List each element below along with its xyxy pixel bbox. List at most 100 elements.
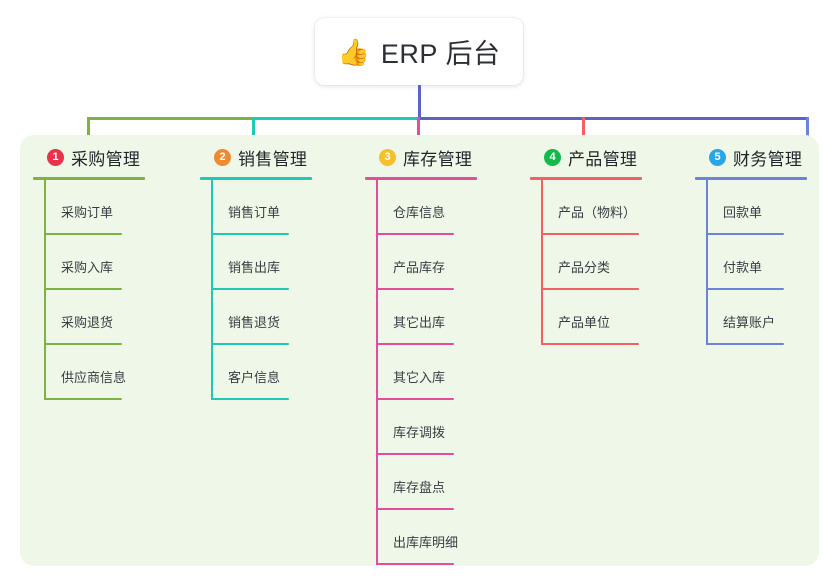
branch-spine xyxy=(376,180,378,565)
branch-spine xyxy=(211,180,213,400)
branch-item-label: 产品库存 xyxy=(393,260,446,275)
connector-drop-2 xyxy=(252,117,255,147)
branch-item[interactable]: 产品库存 xyxy=(365,235,477,290)
branch-title: 采购管理 xyxy=(71,149,141,169)
branch-item-rule xyxy=(376,508,454,510)
branch-item-rule xyxy=(706,288,784,290)
branch-item-label: 产品（物料） xyxy=(558,205,637,220)
branch-header-rule xyxy=(200,177,312,180)
branch-item-rule xyxy=(211,343,289,345)
branch-item-label: 其它入库 xyxy=(393,370,446,385)
branch-number-badge: 4 xyxy=(544,148,561,166)
branch-items-list: 采购订单采购入库采购退货供应商信息 xyxy=(33,180,145,400)
branch-item[interactable]: 产品单位 xyxy=(530,290,642,345)
branch-header-rule xyxy=(530,177,642,180)
branch-item[interactable]: 库存盘点 xyxy=(365,455,477,510)
branch-item[interactable]: 采购入库 xyxy=(33,235,145,290)
branch-spine xyxy=(44,180,46,400)
branch-items-list: 销售订单销售出库销售退货客户信息 xyxy=(200,180,312,400)
branch-item[interactable]: 库存调拨 xyxy=(365,400,477,455)
branch-item-rule xyxy=(706,343,784,345)
branch-item-rule xyxy=(44,343,122,345)
connector-root-stem xyxy=(418,85,421,120)
branch-title: 产品管理 xyxy=(568,149,638,169)
branch-header-4[interactable]: 4 产品管理 xyxy=(530,145,642,169)
branch-spine xyxy=(541,180,543,345)
branch-item-rule xyxy=(541,233,639,235)
branch-item-label: 产品分类 xyxy=(558,260,611,275)
branch-item-rule xyxy=(44,233,122,235)
branch-item-label: 库存调拨 xyxy=(393,425,446,440)
branch-item[interactable]: 其它出库 xyxy=(365,290,477,345)
connector-drop-1 xyxy=(87,117,90,147)
branch-item-rule xyxy=(376,288,454,290)
branch-column-1: 1 采购管理采购订单采购入库采购退货供应商信息 xyxy=(33,145,145,400)
branch-item-label: 产品单位 xyxy=(558,315,611,330)
branch-item-label: 结算账户 xyxy=(723,315,776,330)
branch-item-label: 其它出库 xyxy=(393,315,446,330)
branch-spine xyxy=(706,180,708,345)
branch-item-rule xyxy=(376,453,454,455)
branch-item[interactable]: 产品分类 xyxy=(530,235,642,290)
branch-item-label: 出库库明细 xyxy=(393,535,459,550)
branch-item[interactable]: 采购退货 xyxy=(33,290,145,345)
branch-title: 库存管理 xyxy=(403,149,473,169)
branch-item-rule xyxy=(44,288,122,290)
connector-drop-5 xyxy=(806,117,809,147)
branch-item-label: 付款单 xyxy=(723,260,763,275)
branch-item-rule xyxy=(376,233,454,235)
root-node-label: ERP 后台 xyxy=(380,39,501,69)
branch-header-rule xyxy=(695,177,807,180)
branch-item[interactable]: 结算账户 xyxy=(695,290,807,345)
branch-number-badge: 5 xyxy=(709,148,726,166)
root-node[interactable]: 👍 ERP 后台 xyxy=(315,18,523,85)
branch-item[interactable]: 销售订单 xyxy=(200,180,312,235)
branch-item-label: 采购入库 xyxy=(61,260,114,275)
branch-item-label: 回款单 xyxy=(723,205,763,220)
branch-item-rule xyxy=(44,398,122,400)
branch-item[interactable]: 其它入库 xyxy=(365,345,477,400)
branch-item-label: 客户信息 xyxy=(228,370,281,385)
branch-item-rule xyxy=(376,398,454,400)
connector-bus-segment-1 xyxy=(87,117,253,120)
branch-number-badge: 2 xyxy=(214,148,231,166)
branch-item[interactable]: 付款单 xyxy=(695,235,807,290)
branch-item[interactable]: 销售出库 xyxy=(200,235,312,290)
branch-item-label: 库存盘点 xyxy=(393,480,446,495)
branch-item[interactable]: 采购订单 xyxy=(33,180,145,235)
branch-item-rule xyxy=(376,343,454,345)
branch-number-badge: 1 xyxy=(47,148,64,166)
branch-column-5: 5 财务管理回款单付款单结算账户 xyxy=(695,145,807,345)
branch-item-label: 供应商信息 xyxy=(61,370,127,385)
branch-items-list: 仓库信息产品库存其它出库其它入库库存调拨库存盘点出库库明细 xyxy=(365,180,477,565)
branch-item[interactable]: 出库库明细 xyxy=(365,510,477,565)
branch-item-rule xyxy=(706,233,784,235)
branch-item-label: 仓库信息 xyxy=(393,205,446,220)
branch-item-label: 销售出库 xyxy=(228,260,281,275)
branch-item-label: 销售订单 xyxy=(228,205,281,220)
branch-items-list: 产品（物料） 产品分类产品单位 xyxy=(530,180,642,345)
branch-item-rule xyxy=(376,563,454,565)
connector-bus-segment-2 xyxy=(252,117,418,120)
branch-item[interactable]: 仓库信息 xyxy=(365,180,477,235)
branch-item-rule xyxy=(211,398,289,400)
branch-item[interactable]: 产品（物料） xyxy=(530,180,642,235)
branch-header-rule xyxy=(365,177,477,180)
branch-item-label: 采购退货 xyxy=(61,315,114,330)
branch-item[interactable]: 销售退货 xyxy=(200,290,312,345)
branch-item[interactable]: 客户信息 xyxy=(200,345,312,400)
branch-item-rule xyxy=(541,343,639,345)
branch-item-label: 销售退货 xyxy=(228,315,281,330)
branch-header-1[interactable]: 1 采购管理 xyxy=(33,145,145,169)
branch-item-rule xyxy=(541,288,639,290)
branch-header-rule xyxy=(33,177,145,180)
branch-header-5[interactable]: 5 财务管理 xyxy=(695,145,807,169)
branch-item-rule xyxy=(211,233,289,235)
branch-item[interactable]: 供应商信息 xyxy=(33,345,145,400)
branch-item[interactable]: 回款单 xyxy=(695,180,807,235)
branch-title: 财务管理 xyxy=(733,149,803,169)
